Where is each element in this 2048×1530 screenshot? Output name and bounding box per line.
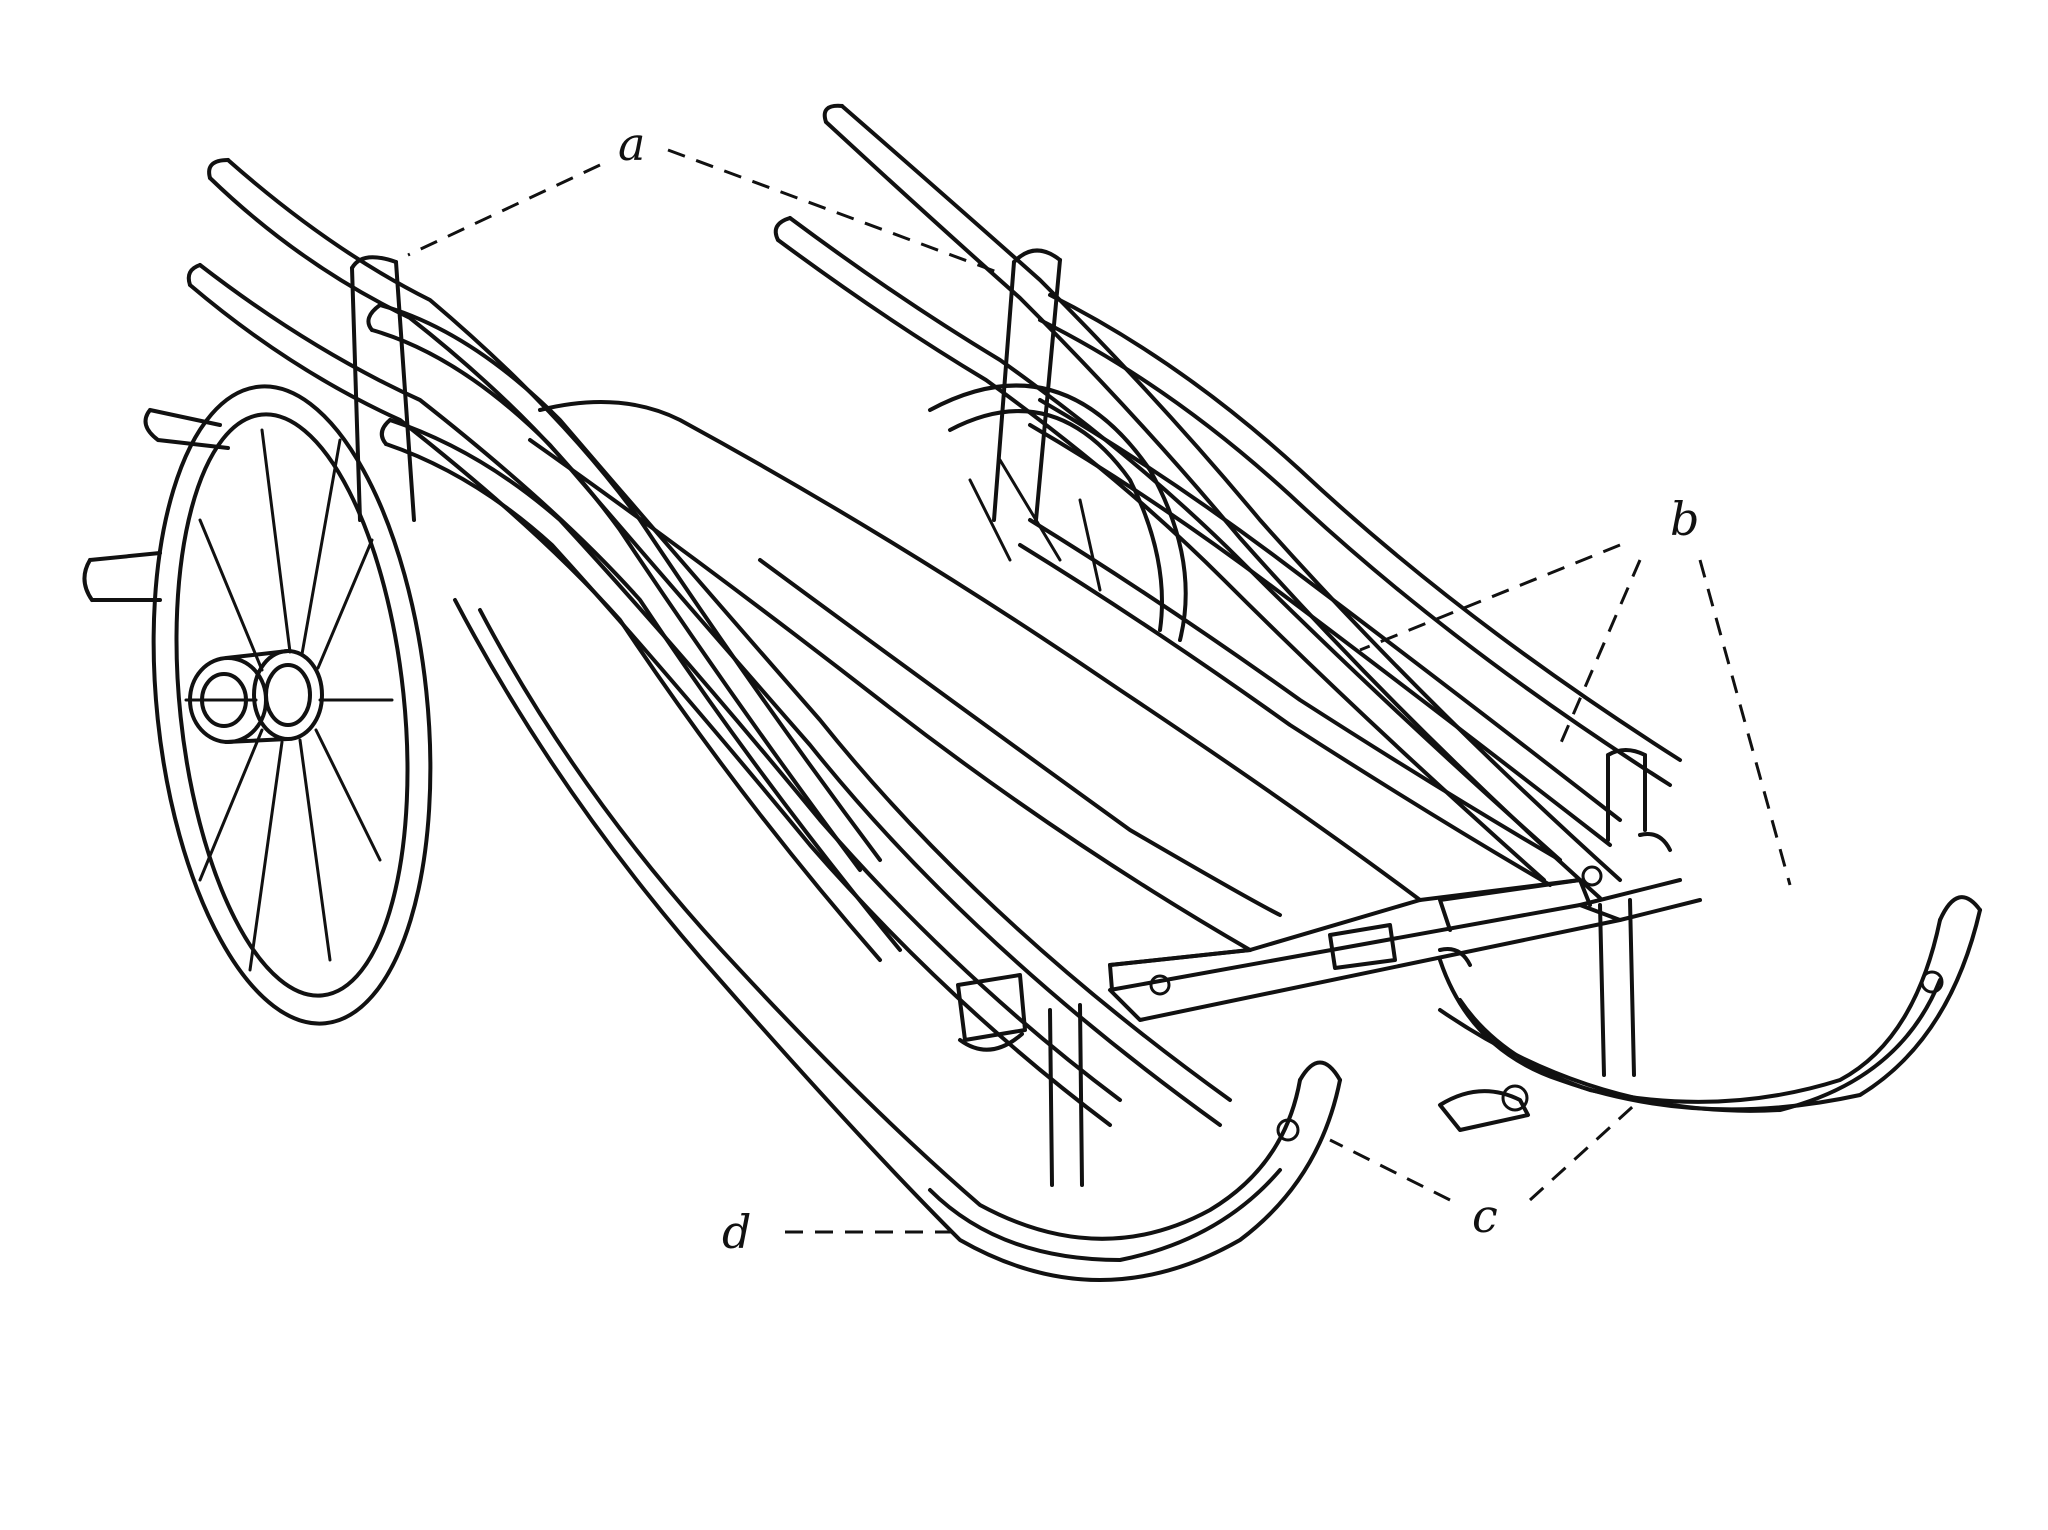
deck-planks bbox=[528, 400, 1592, 992]
leader-lines bbox=[407, 148, 1792, 1234]
label-b: b bbox=[1670, 492, 1699, 546]
leader-b-3 bbox=[1698, 559, 1792, 886]
left-wheel bbox=[82, 384, 433, 1026]
front-crossbeam bbox=[956, 748, 1702, 1187]
left-wheel-spokes bbox=[184, 428, 394, 972]
leader-a-left bbox=[407, 163, 601, 257]
left-runner bbox=[453, 598, 1342, 1282]
leader-a-right bbox=[667, 148, 1006, 277]
leader-c-left bbox=[1329, 1138, 1451, 1202]
label-c: c bbox=[1472, 1189, 1498, 1243]
leader-b-1 bbox=[1359, 543, 1621, 652]
front-handle-post bbox=[186, 158, 1232, 1127]
leader-b-2 bbox=[1558, 559, 1642, 746]
label-d: d bbox=[722, 1205, 751, 1259]
rear-handle-post bbox=[773, 103, 1682, 900]
right-runner bbox=[1438, 895, 1982, 1113]
label-a: a bbox=[618, 117, 645, 171]
leader-c-right bbox=[1528, 1098, 1642, 1202]
rear-wheel bbox=[928, 383, 1188, 642]
